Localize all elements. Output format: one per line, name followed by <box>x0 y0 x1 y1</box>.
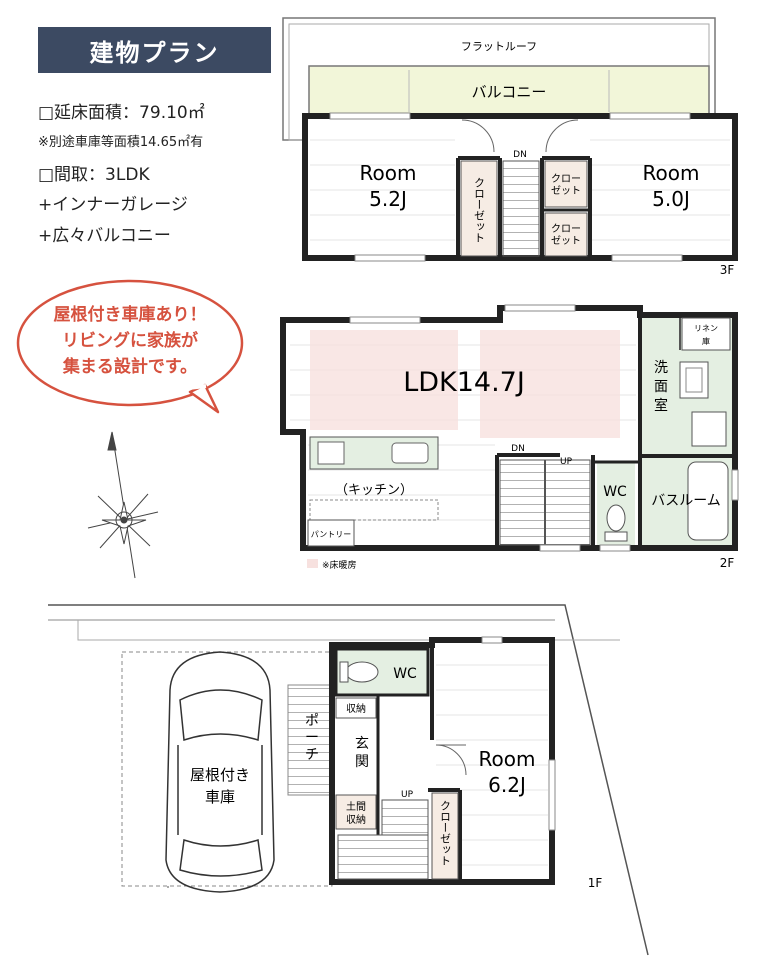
stair-3f-dn: DN <box>513 150 527 160</box>
closet-3f-rb-label-b: ゼット <box>551 235 581 247</box>
floor-heating-note: ※床暖房 <box>322 559 357 571</box>
room-3f-left-name: Room <box>360 161 417 185</box>
kitchen-label: （キッチン） <box>335 483 413 498</box>
garage-label-2: 車庫 <box>205 788 235 806</box>
porch-area <box>287 684 333 796</box>
storage-1f <box>335 697 377 719</box>
room-1f-size: 6.2J <box>488 773 526 797</box>
closet-3f-rt-label-b: ゼット <box>551 185 581 197</box>
closet-3f-left-label: クローゼット <box>473 177 486 243</box>
washroom-label-2: 面 <box>654 379 668 395</box>
wc-2f-label: WC <box>603 484 627 500</box>
linen-label-b: 庫 <box>702 336 710 346</box>
stair-1f-up: UP <box>401 790 414 800</box>
closet-3f-left <box>460 160 498 257</box>
room-3f-right-size: 5.0J <box>652 187 690 211</box>
porch-label-2: ー <box>305 730 319 746</box>
washroom-label-1: 洗 <box>654 360 668 376</box>
plan-title: 建物プラン <box>38 27 271 73</box>
closet-3f-rt-label-a: クロー <box>551 173 581 185</box>
stair-2f-dn: DN <box>511 444 525 454</box>
doma-storage <box>335 794 377 830</box>
porch-label-1: ポ <box>305 713 319 729</box>
floor-2f <box>280 304 739 552</box>
doma-storage-label-1: 土間 <box>346 800 366 813</box>
stair-2f-up: UP <box>560 457 573 467</box>
feature-balcony: +広々バルコニー <box>38 226 171 246</box>
car-icon <box>165 651 275 893</box>
compass-icon <box>87 431 159 579</box>
closet-1f <box>431 792 459 880</box>
stairs-3f <box>502 160 540 257</box>
closet-1f-label: クローゼット <box>439 800 452 866</box>
floor-area-text: □延床面積：79.10㎡ <box>38 103 205 123</box>
closet-3f-right-bottom <box>544 212 588 257</box>
floor-3f <box>282 17 738 262</box>
floor-1f-label: 1F <box>588 876 603 890</box>
ldk-label: LDK14.7J <box>403 367 525 398</box>
entrance-label-1: 玄 <box>355 735 369 752</box>
balcony-label: バルコニー <box>472 83 547 101</box>
wc-1f-label: WC <box>393 666 417 682</box>
linen-label-a: リネン <box>694 324 718 333</box>
closet-3f-rb-label-a: クロー <box>551 223 581 235</box>
heating-legend-swatch <box>307 559 318 568</box>
washroom-label-3: 室 <box>654 397 668 414</box>
bathroom-label: バスルーム <box>651 493 721 509</box>
room-3f-right-name: Room <box>643 161 700 185</box>
heating-zone-2 <box>480 330 620 438</box>
callout-bubble <box>16 279 244 414</box>
callout-line-3: 集まる設計です。 <box>62 356 197 377</box>
flat-roof-label: フラットルーフ <box>461 40 537 53</box>
heating-zone-1 <box>310 330 458 430</box>
garage-label-1: 屋根付き <box>190 766 250 784</box>
garage-area-note: ※別途車庫等面積14.65㎡有 <box>38 135 204 150</box>
entrance-label-2: 関 <box>355 754 369 770</box>
floor-2f-label: 2F <box>720 556 735 570</box>
linen-storage <box>681 317 731 351</box>
room-3f-left-size: 5.2J <box>369 187 407 211</box>
floor-3f-label: 3F <box>720 263 735 277</box>
feature-inner-garage: +インナーガレージ <box>38 195 188 215</box>
layout-text: □間取：3LDK <box>38 165 150 185</box>
doma-storage-label-2: 収納 <box>346 813 366 826</box>
room-1f-name: Room <box>479 747 536 771</box>
floor-1f <box>48 604 649 956</box>
pantry-box <box>307 519 355 547</box>
closet-3f-right-top <box>544 160 588 208</box>
porch-label-3: チ <box>305 747 319 763</box>
balcony-area <box>308 65 710 117</box>
stairs-1f <box>337 834 429 880</box>
storage-1f-label: 収納 <box>346 702 366 715</box>
pantry-label: パントリー <box>311 530 351 539</box>
callout-line-1: 屋根付き車庫あり！ <box>54 304 207 325</box>
callout-line-2: リビングに家族が <box>62 330 198 351</box>
